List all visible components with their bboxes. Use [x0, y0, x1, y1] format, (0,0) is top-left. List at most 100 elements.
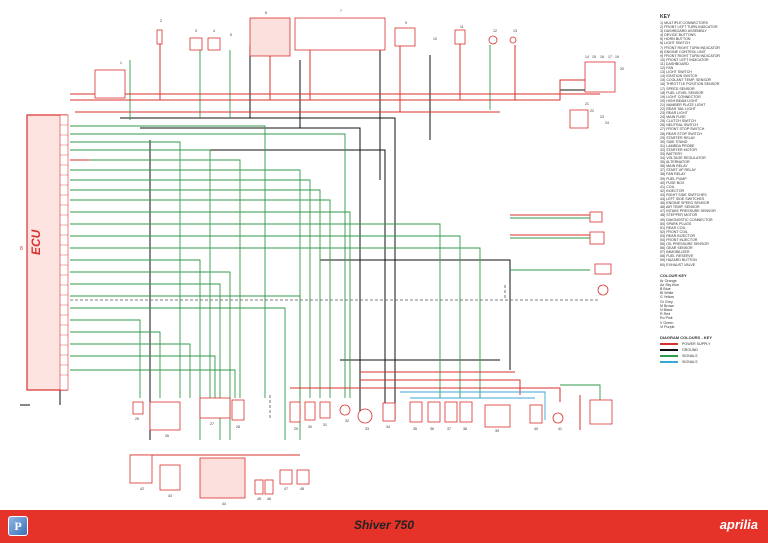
legend-item: 20) HIGH BEAM LIGHT — [660, 98, 698, 103]
connector-12 — [394, 27, 416, 47]
component-bottom-21 — [254, 479, 264, 495]
component-number: 3 — [195, 29, 197, 33]
component-number: 27 — [210, 422, 214, 426]
component-number: 20 — [620, 67, 624, 71]
legend-item: 48) STEPPER MOTOR — [660, 213, 698, 218]
component-number: 5 — [230, 33, 232, 37]
legend-item: 24) MAIN FUSE — [660, 115, 686, 120]
component-number: 48 — [300, 487, 304, 491]
component-bottom-22 — [264, 479, 274, 495]
legend-item: 4) DEVICE BUTTONS — [660, 33, 696, 38]
legend-item: 1) MULTIPLE CONNECTORS — [660, 21, 708, 25]
component-bottom-14 — [459, 401, 473, 423]
component-number: 6 — [265, 11, 267, 15]
component-bottom-2 — [149, 401, 181, 431]
colour-key-item: R Red — [660, 312, 671, 317]
component-bottom-9 — [357, 408, 373, 424]
legend-item: 60) EXHAUST VALVE — [660, 262, 696, 267]
component-number: 9 — [405, 21, 407, 25]
signal-wires-blue — [400, 391, 546, 420]
component-bottom-23 — [279, 469, 293, 485]
legend-item: 53) REAR INJECTOR — [660, 233, 696, 238]
component-number: 10 — [433, 37, 437, 41]
connector-15 — [454, 29, 466, 45]
component-bottom-17 — [552, 412, 564, 424]
legend-item: 8) ENGINE CONTROL UNIT — [660, 49, 706, 54]
right-component-2 — [569, 109, 589, 129]
legend-item: 52) FRONT COIL — [660, 229, 688, 234]
connector-right-1 — [589, 211, 603, 223]
horn-indicator — [488, 35, 498, 45]
colour-key-item: Az Sky blue — [660, 282, 679, 287]
legend-item: 40) FUSE BOX — [660, 180, 685, 185]
colour-key-item: N Black — [660, 308, 673, 313]
legend-item: 2) FRONT LEFT TURN INDICATOR — [660, 25, 718, 30]
legend-item: 54) FRONT INJECTOR — [660, 237, 698, 242]
legend-item: 56) GEAR SENSOR — [660, 246, 693, 251]
colour-key-item: G Yellow — [660, 295, 674, 300]
right-components — [589, 211, 613, 425]
colour-key-item: Bi White — [660, 291, 674, 296]
legend-item: 14) IGNITION SWITCH — [660, 74, 698, 79]
component-bottom-10 — [382, 402, 396, 422]
legend-item: 16) THROTTLE POSITION SENSOR — [660, 82, 720, 87]
legend-item: 38) FAN RELAY — [660, 172, 686, 177]
component-number: 24 — [605, 121, 609, 125]
colour-key-item: Ro Pink — [660, 316, 673, 321]
colour-key-title: COLOUR KEY — [660, 272, 687, 278]
colour-key-item: Ar Orange — [660, 278, 677, 283]
component-bottom-19 — [159, 464, 181, 491]
diagram-colour-label: GROUND — [682, 348, 698, 353]
component-number: 44 — [222, 502, 226, 506]
component-number: 33 — [365, 427, 369, 431]
component-number: 1 — [120, 61, 122, 65]
legend-item: 15) COOLANT TEMP. SENSOR — [660, 78, 712, 83]
component-bottom-18 — [129, 454, 153, 484]
component-number: 7 — [340, 9, 342, 13]
legend-item: 11) DASHBOARD — [660, 61, 689, 66]
component-bottom-4 — [231, 399, 245, 421]
piaggio-logo-glyph: P — [14, 519, 22, 533]
ecu-block: ECU 8 — [20, 114, 69, 391]
component-number: 47 — [284, 487, 288, 491]
legend-item: 32) STARTER MOTOR — [660, 147, 697, 152]
legend-item: 19) LIGHT CONNECTOR — [660, 94, 701, 99]
colour-key-item: Vi Purple — [660, 324, 675, 329]
colour-swatch — [660, 361, 678, 363]
component-number: 13 — [513, 29, 517, 33]
diagram-colour-label: POWER SUPPLY — [682, 342, 711, 347]
component-number: 42 — [140, 487, 144, 491]
legend-item: 9) FRONT RIGHT TURN INDICATOR — [660, 53, 720, 58]
diagram-colour-row: SIGNALS — [660, 359, 760, 365]
right-connector — [584, 61, 616, 93]
power-wires-red — [70, 40, 605, 456]
brand-logo: aprilia — [719, 517, 758, 532]
legend-item: 42) INJECTOR — [660, 188, 685, 193]
diagram-colours-title: DIAGRAM COLOURS - KEY — [660, 335, 712, 341]
legend-item: 17) SPEED SENSOR — [660, 86, 695, 91]
legend-title: KEY — [660, 14, 671, 20]
component-number: 4 — [213, 29, 215, 33]
legend-item: 50) SPARK PLUGS — [660, 221, 692, 226]
component-number: 2 — [160, 19, 162, 23]
component-bottom-11 — [409, 401, 423, 423]
component-number: 39 — [495, 429, 499, 433]
wiring-diagram: ECU 8 — [20, 9, 624, 506]
legend-item: 51) REAR COIL — [660, 225, 686, 230]
colour-swatch — [660, 343, 678, 345]
legend-item: 46) AIR TEMP. SENSOR — [660, 205, 700, 210]
component-number: 41 — [558, 427, 562, 431]
component-bottom-7 — [319, 401, 331, 419]
multiple-connector-1 — [94, 69, 126, 99]
component-number: 15 — [592, 55, 596, 59]
component-number: 14 — [585, 55, 589, 59]
colour-swatch — [660, 355, 678, 357]
component-number: 19 — [615, 55, 619, 59]
dashboard — [294, 17, 386, 51]
component-number: 29 — [294, 427, 298, 431]
connector-5 — [189, 37, 203, 51]
legend-item: 43) RIGHT SIDE SWITCHES — [660, 192, 707, 197]
connector-right-2 — [589, 231, 605, 245]
